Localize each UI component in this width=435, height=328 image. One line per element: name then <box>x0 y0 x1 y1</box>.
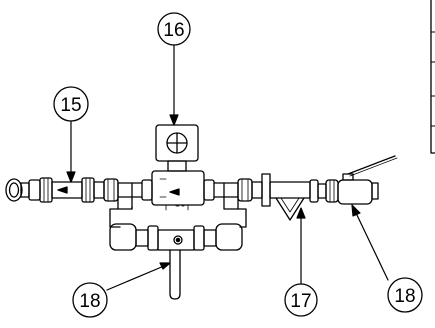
callout-18-left: 18 <box>72 282 108 318</box>
bypass-line <box>109 206 247 300</box>
manifold-right-tee <box>213 178 263 210</box>
callout-17-label: 17 <box>290 291 311 312</box>
callout-18-right: 18 <box>387 277 423 313</box>
drawing-frame-edge <box>430 0 435 154</box>
check-valve-15 <box>28 177 105 203</box>
callout-16: 16 <box>157 12 191 46</box>
solenoid-valve-16 <box>151 124 215 211</box>
y-strainer-17 <box>261 173 319 221</box>
leader-lines <box>66 41 389 291</box>
callout-15-label: 15 <box>60 95 81 116</box>
callout-17: 17 <box>284 283 318 317</box>
callout-18-right-label: 18 <box>394 286 415 307</box>
callout-18-left-label: 18 <box>79 291 100 312</box>
manifold-left-tee <box>103 178 153 210</box>
callout-16-label: 16 <box>163 20 184 41</box>
callout-15: 15 <box>53 86 89 122</box>
ball-valve-18-right <box>317 155 398 205</box>
pipe-end-cap <box>5 178 30 202</box>
